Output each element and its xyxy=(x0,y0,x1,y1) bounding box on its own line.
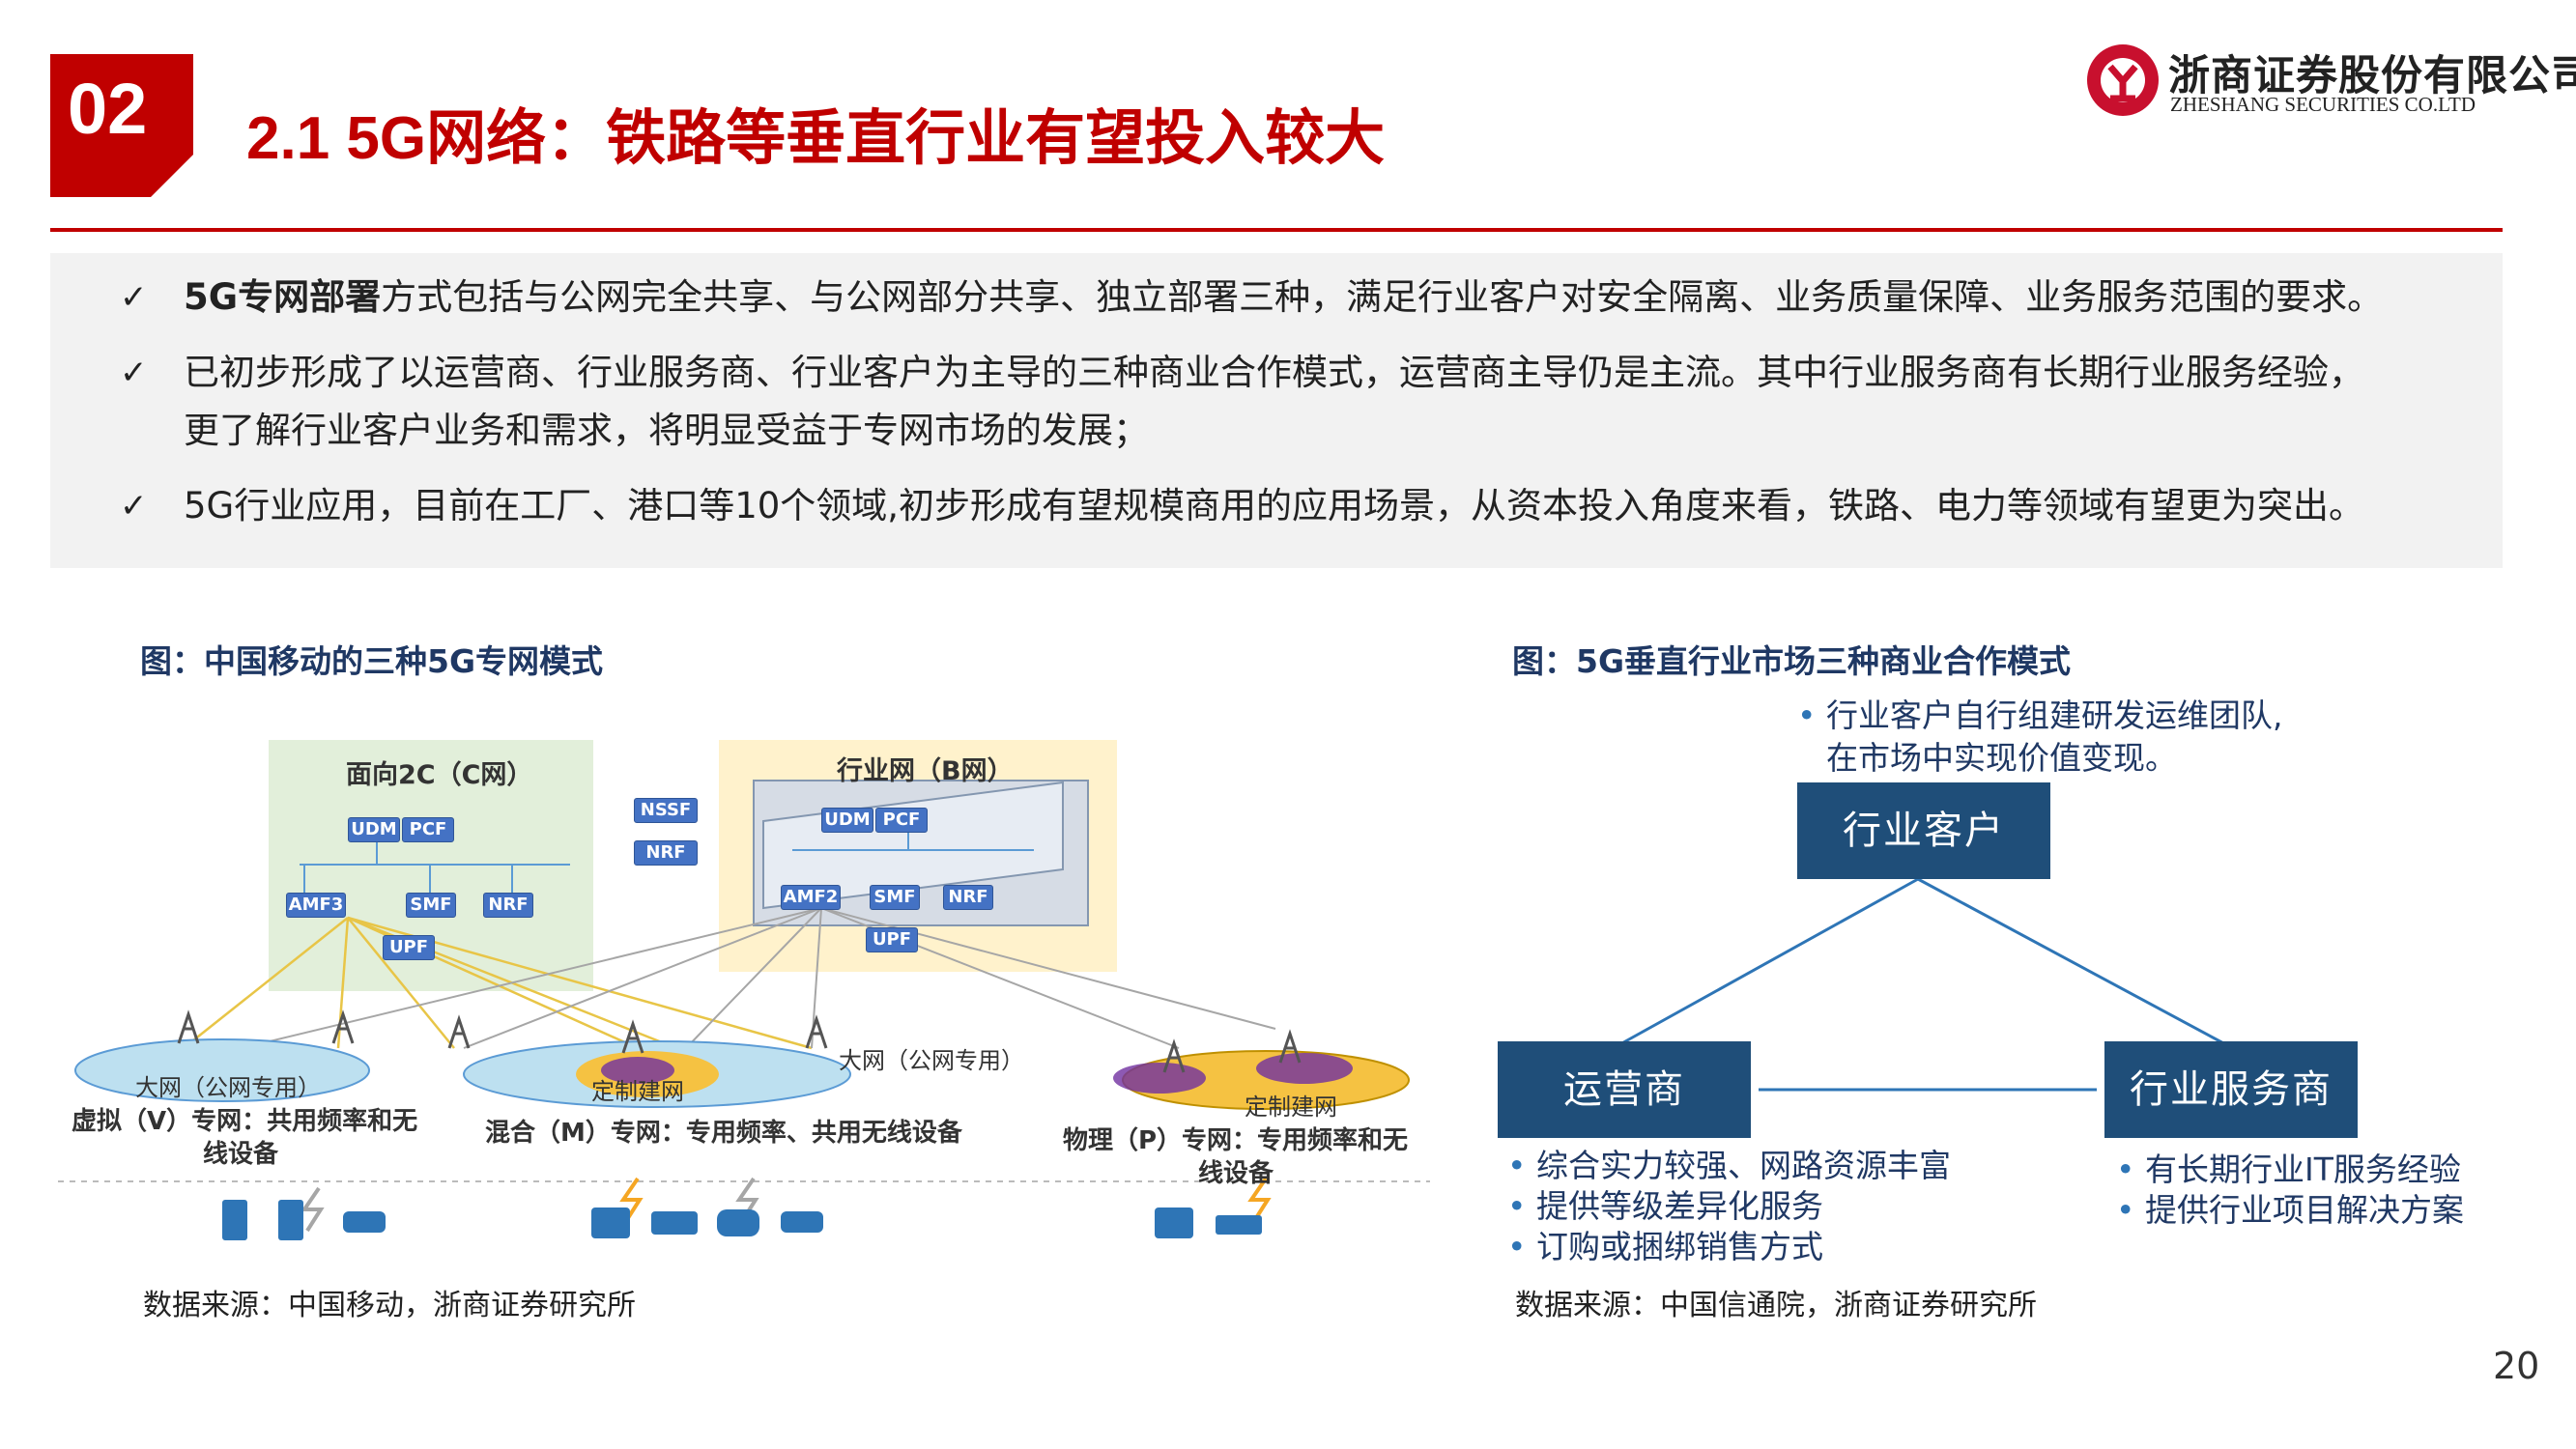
udm-box-c: UDM xyxy=(348,817,400,842)
nrf-box-b: NRF xyxy=(943,885,993,910)
network-diagram-graphics xyxy=(58,740,1430,1240)
left-figure-source: 数据来源：中国移动，浙商证券研究所 xyxy=(143,1289,636,1322)
right-figure-caption: 图：5G垂直行业市场三种商业合作模式 xyxy=(1512,642,2072,680)
node-industry-service-provider: 行业服务商 xyxy=(2104,1041,2358,1138)
nssf-box: NSSF xyxy=(634,798,698,823)
upf-box-b: UPF xyxy=(866,927,918,952)
amf3-box: AMF3 xyxy=(286,893,346,918)
mode-v-line-2: 线设备 xyxy=(203,1140,279,1169)
mode-v-line-1: 虚拟（V）专网：共用频率和无 xyxy=(72,1107,418,1136)
bullet-2-line-1: 已初步形成了以运营商、行业服务商、行业客户为主导的三种商业合作模式，运营商主导仍… xyxy=(184,352,2364,393)
operator-point: •综合实力较强、网路资源丰富 xyxy=(1507,1147,1951,1184)
big-net-label-2: 大网（公网专用） xyxy=(839,1047,1024,1074)
customer-note-2: 在市场中实现价值变现。 xyxy=(1826,739,2177,777)
mode-m-label: 混合（M）专网：专用频率、共用无线设备 xyxy=(485,1119,962,1148)
custom-net-label-1: 定制建网 xyxy=(591,1078,684,1105)
bullet-1-text: 方式包括与公网完全共享、与公网部分共享、独立部署三种，满足行业客户对安全隔离、业… xyxy=(381,276,2384,318)
customer-note-1: •行业客户自行组建研发运维团队, xyxy=(1797,696,2283,734)
node-industry-customer: 行业客户 xyxy=(1797,782,2050,879)
smf-box-c: SMF xyxy=(406,893,456,918)
b-net-title: 行业网（B网） xyxy=(837,756,1014,786)
bullet-1-keyword: 5G专网部署 xyxy=(184,276,382,318)
section-badge: 02 xyxy=(50,54,193,197)
virtual-net-coverage xyxy=(74,1038,370,1102)
mode-p-line-1: 物理（P）专网：专用频率和无 xyxy=(1063,1126,1409,1155)
title-divider xyxy=(50,228,2503,232)
page-title: 2.1 5G网络：铁路等垂直行业有望投入较大 xyxy=(246,105,1386,172)
service-point: •有长期行业IT服务经验 xyxy=(2116,1151,2461,1188)
section-number: 02 xyxy=(68,69,148,149)
service-point: •提供行业项目解决方案 xyxy=(2116,1191,2464,1229)
pcf-box-c: PCF xyxy=(402,817,454,842)
page-number: 20 xyxy=(2493,1345,2540,1387)
logo-chinese-name: 浙商证券股份有限公司 xyxy=(2168,52,2576,100)
c-net-title: 面向2C（C网） xyxy=(346,760,533,790)
summary-box: ✓ 5G专网部署方式包括与公网完全共享、与公网部分共享、独立部署三种，满足行业客… xyxy=(50,253,2503,568)
smf-box-b: SMF xyxy=(870,885,920,910)
terminal-device-icons xyxy=(222,1200,1262,1240)
mode-p-line-2: 线设备 xyxy=(1198,1159,1274,1188)
nrf-box-c: NRF xyxy=(483,893,533,918)
bullet-2-line-2: 更了解行业客户业务和需求，将明显受益于专网市场的发展； xyxy=(184,410,1149,451)
operator-point: •提供等级差异化服务 xyxy=(1507,1187,1823,1225)
left-figure-caption: 图：中国移动的三种5G专网模式 xyxy=(140,642,604,680)
check-icon: ✓ xyxy=(120,278,148,317)
check-icon: ✓ xyxy=(120,354,148,392)
right-figure-source: 数据来源：中国信通院，浙商证券研究所 xyxy=(1515,1289,2037,1322)
amf2-box: AMF2 xyxy=(781,885,841,910)
upf-box-c: UPF xyxy=(383,935,435,960)
base-station-icons xyxy=(177,1009,1302,1073)
check-icon: ✓ xyxy=(120,487,148,526)
big-net-label-1: 大网（公网专用） xyxy=(135,1074,321,1101)
private-network-modes-diagram: 面向2C（C网） UDM PCF AMF3 SMF NRF UPF NSSF N… xyxy=(58,715,1449,1294)
pcf-box-b: PCF xyxy=(875,808,928,833)
custom-net-label-2: 定制建网 xyxy=(1245,1094,1337,1121)
bullet-3-text: 5G行业应用，目前在工厂、港口等10个领域,初步形成有望规模商用的应用场景，从资… xyxy=(184,485,2365,526)
node-operator: 运营商 xyxy=(1498,1041,1751,1138)
udm-box-b: UDM xyxy=(821,808,873,833)
operator-point: •订购或捆绑销售方式 xyxy=(1507,1228,1823,1265)
zheshang-logo-icon xyxy=(2087,44,2159,116)
nrf-box-shared: NRF xyxy=(634,840,698,866)
triangle-connector-lines xyxy=(1617,877,2228,1092)
company-logo: 浙商证券股份有限公司 ZHESHANG SECURITIES CO.LTD xyxy=(2085,41,2576,120)
logo-english-name: ZHESHANG SECURITIES CO.LTD xyxy=(2170,93,2476,116)
business-cooperation-diagram: •行业客户自行组建研发运维团队, 在市场中实现价值变现。 行业客户 运营商 行业… xyxy=(1478,696,2522,1314)
badge-notch xyxy=(151,155,193,197)
